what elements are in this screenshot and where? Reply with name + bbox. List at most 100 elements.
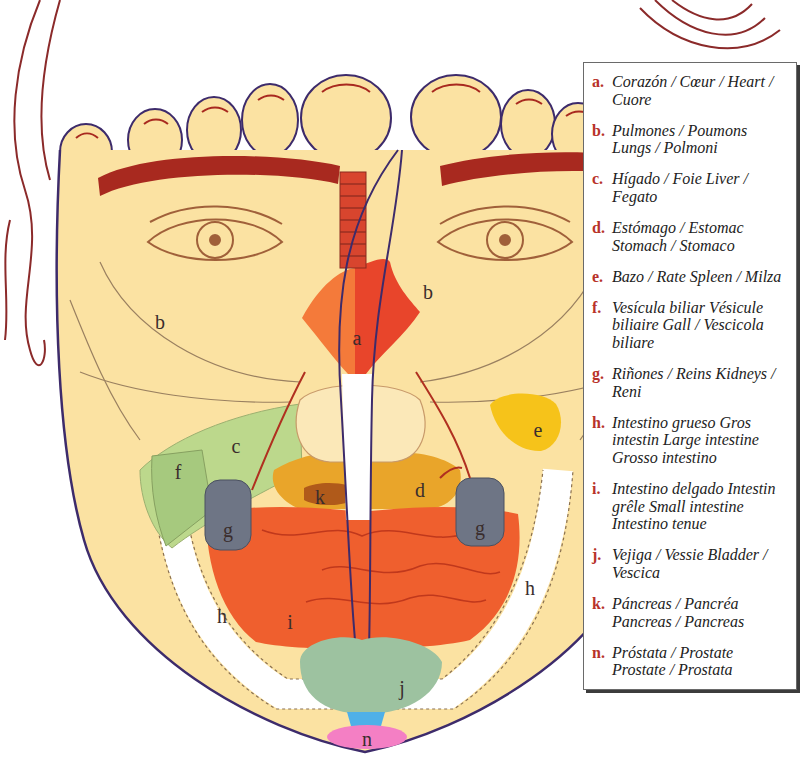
region-letter: h bbox=[525, 578, 535, 598]
key-letter: c. bbox=[592, 170, 612, 188]
legend-row: j.Vejiga / Vessie Bladder / Vescica bbox=[592, 546, 790, 581]
trachea-ring bbox=[340, 231, 366, 232]
trachea-ring bbox=[340, 243, 366, 244]
nerve-line bbox=[440, 467, 462, 478]
lung-outline bbox=[80, 372, 290, 402]
organ-name: Vesícula biliar Vésicule biliaire Gall /… bbox=[612, 299, 786, 352]
key-letter: k. bbox=[592, 595, 612, 613]
trachea-ring bbox=[340, 183, 366, 184]
trachea-ring bbox=[340, 255, 366, 256]
toenail bbox=[202, 108, 228, 113]
lung-outline bbox=[100, 262, 300, 382]
eyelid bbox=[150, 206, 282, 224]
hair-line bbox=[672, 0, 752, 19]
legend-row: b.Pulmones / Poumons Lungs / Polmoni bbox=[592, 122, 790, 157]
toe bbox=[242, 84, 298, 156]
organ-name: Hígado / Foie Liver / Fegato bbox=[612, 170, 786, 205]
key-letter: i. bbox=[592, 480, 612, 498]
kidney-region bbox=[456, 478, 504, 546]
legend-row: k.Páncreas / Pancréa Pancreas / Pancreas bbox=[592, 595, 790, 630]
gall-region bbox=[152, 450, 212, 546]
region-letter: j bbox=[399, 678, 405, 698]
key-letter: b. bbox=[592, 122, 612, 140]
face-outline bbox=[57, 150, 664, 752]
intestine-fold bbox=[262, 530, 470, 537]
legend-row: i.Intestino delgado Intestin grêle Small… bbox=[592, 480, 790, 533]
toenail bbox=[76, 134, 98, 139]
trachea-ring bbox=[340, 207, 366, 208]
key-letter: h. bbox=[592, 414, 612, 432]
foot-inner-edge bbox=[365, 150, 402, 722]
hair-line bbox=[640, 8, 780, 48]
hair-line bbox=[41, 0, 60, 180]
region-letter: n bbox=[362, 729, 372, 749]
trachea-rings bbox=[340, 184, 366, 256]
key-letter: e. bbox=[592, 268, 612, 286]
heart-region bbox=[302, 268, 355, 374]
region-letter: h bbox=[217, 606, 227, 626]
nerve-line bbox=[252, 372, 305, 490]
intestine-fold bbox=[306, 595, 486, 604]
organ-name: Bazo / Rate Spleen / Milza bbox=[612, 268, 786, 286]
legend-row: f.Vesícula biliar Vésicule biliaire Gall… bbox=[592, 299, 790, 352]
foot-center-lines bbox=[339, 150, 402, 722]
region-letter: d bbox=[415, 480, 425, 500]
prostate-region bbox=[327, 725, 407, 749]
key-letter: j. bbox=[592, 546, 612, 564]
trachea-ring bbox=[340, 219, 366, 220]
legend-row: n.Próstata / Prostate Prostate / Prostat… bbox=[592, 644, 790, 679]
key-letter: f. bbox=[592, 299, 612, 317]
intestine-fold bbox=[322, 564, 500, 574]
organ-name: Intestino grueso Gros intestin Large int… bbox=[612, 414, 786, 467]
trachea bbox=[340, 172, 366, 268]
organ-name: Páncreas / Pancréa Pancreas / Pancreas bbox=[612, 595, 786, 630]
spleen-region bbox=[490, 394, 561, 451]
organ-name: Estómago / Estomac Stomach / Stomaco bbox=[612, 219, 786, 254]
region-letter: b bbox=[423, 282, 433, 302]
region-letter: b bbox=[155, 312, 165, 332]
kidney-region bbox=[205, 480, 251, 550]
organ-name: Corazón / Cœur / Heart / Cuore bbox=[612, 73, 786, 108]
toenail bbox=[516, 100, 542, 105]
region-letter: k bbox=[315, 487, 325, 507]
key-letter: a. bbox=[592, 73, 612, 91]
iris bbox=[197, 222, 233, 258]
iris bbox=[487, 222, 523, 258]
region-letter: g bbox=[223, 520, 233, 540]
organ-name: Próstata / Prostate Prostate / Prostata bbox=[612, 644, 786, 679]
region-letter: e bbox=[534, 420, 543, 440]
eye bbox=[438, 220, 572, 261]
organ-name: Vejiga / Vessie Bladder / Vescica bbox=[612, 546, 786, 581]
lung-outline bbox=[70, 300, 140, 440]
legend-row: h.Intestino grueso Gros intestin Large i… bbox=[592, 414, 790, 467]
region-letter: f bbox=[175, 462, 182, 482]
region-letter: c bbox=[232, 436, 241, 456]
eyelid bbox=[440, 206, 570, 224]
legend-row: g.Riñones / Reins Kidneys / Reni bbox=[592, 365, 790, 400]
legend-row: e.Bazo / Rate Spleen / Milza bbox=[592, 268, 790, 286]
pupil bbox=[500, 235, 510, 245]
toe bbox=[411, 75, 501, 159]
legend-row: a.Corazón / Cœur / Heart / Cuore bbox=[592, 73, 790, 108]
key-letter: d. bbox=[592, 219, 612, 237]
hair-line bbox=[655, 0, 765, 35]
toenail bbox=[258, 96, 284, 101]
toenail bbox=[322, 85, 370, 93]
toenail bbox=[432, 85, 480, 93]
duct-region bbox=[347, 712, 385, 726]
legend-row: d.Estómago / Estomac Stomach / Stomaco bbox=[592, 219, 790, 254]
key-letter: n. bbox=[592, 644, 612, 662]
key-letter: g. bbox=[592, 365, 612, 383]
hair-line bbox=[5, 220, 10, 340]
eyebrow bbox=[98, 156, 340, 196]
hair-line bbox=[14, 0, 45, 365]
toenail bbox=[144, 120, 168, 125]
trachea-ring bbox=[340, 195, 366, 196]
region-letter: g bbox=[475, 518, 485, 538]
nerve-lines bbox=[252, 372, 470, 490]
heart-region bbox=[355, 259, 420, 374]
eye bbox=[148, 220, 282, 261]
region-letter: i bbox=[287, 612, 293, 632]
lung-outline bbox=[420, 262, 600, 382]
